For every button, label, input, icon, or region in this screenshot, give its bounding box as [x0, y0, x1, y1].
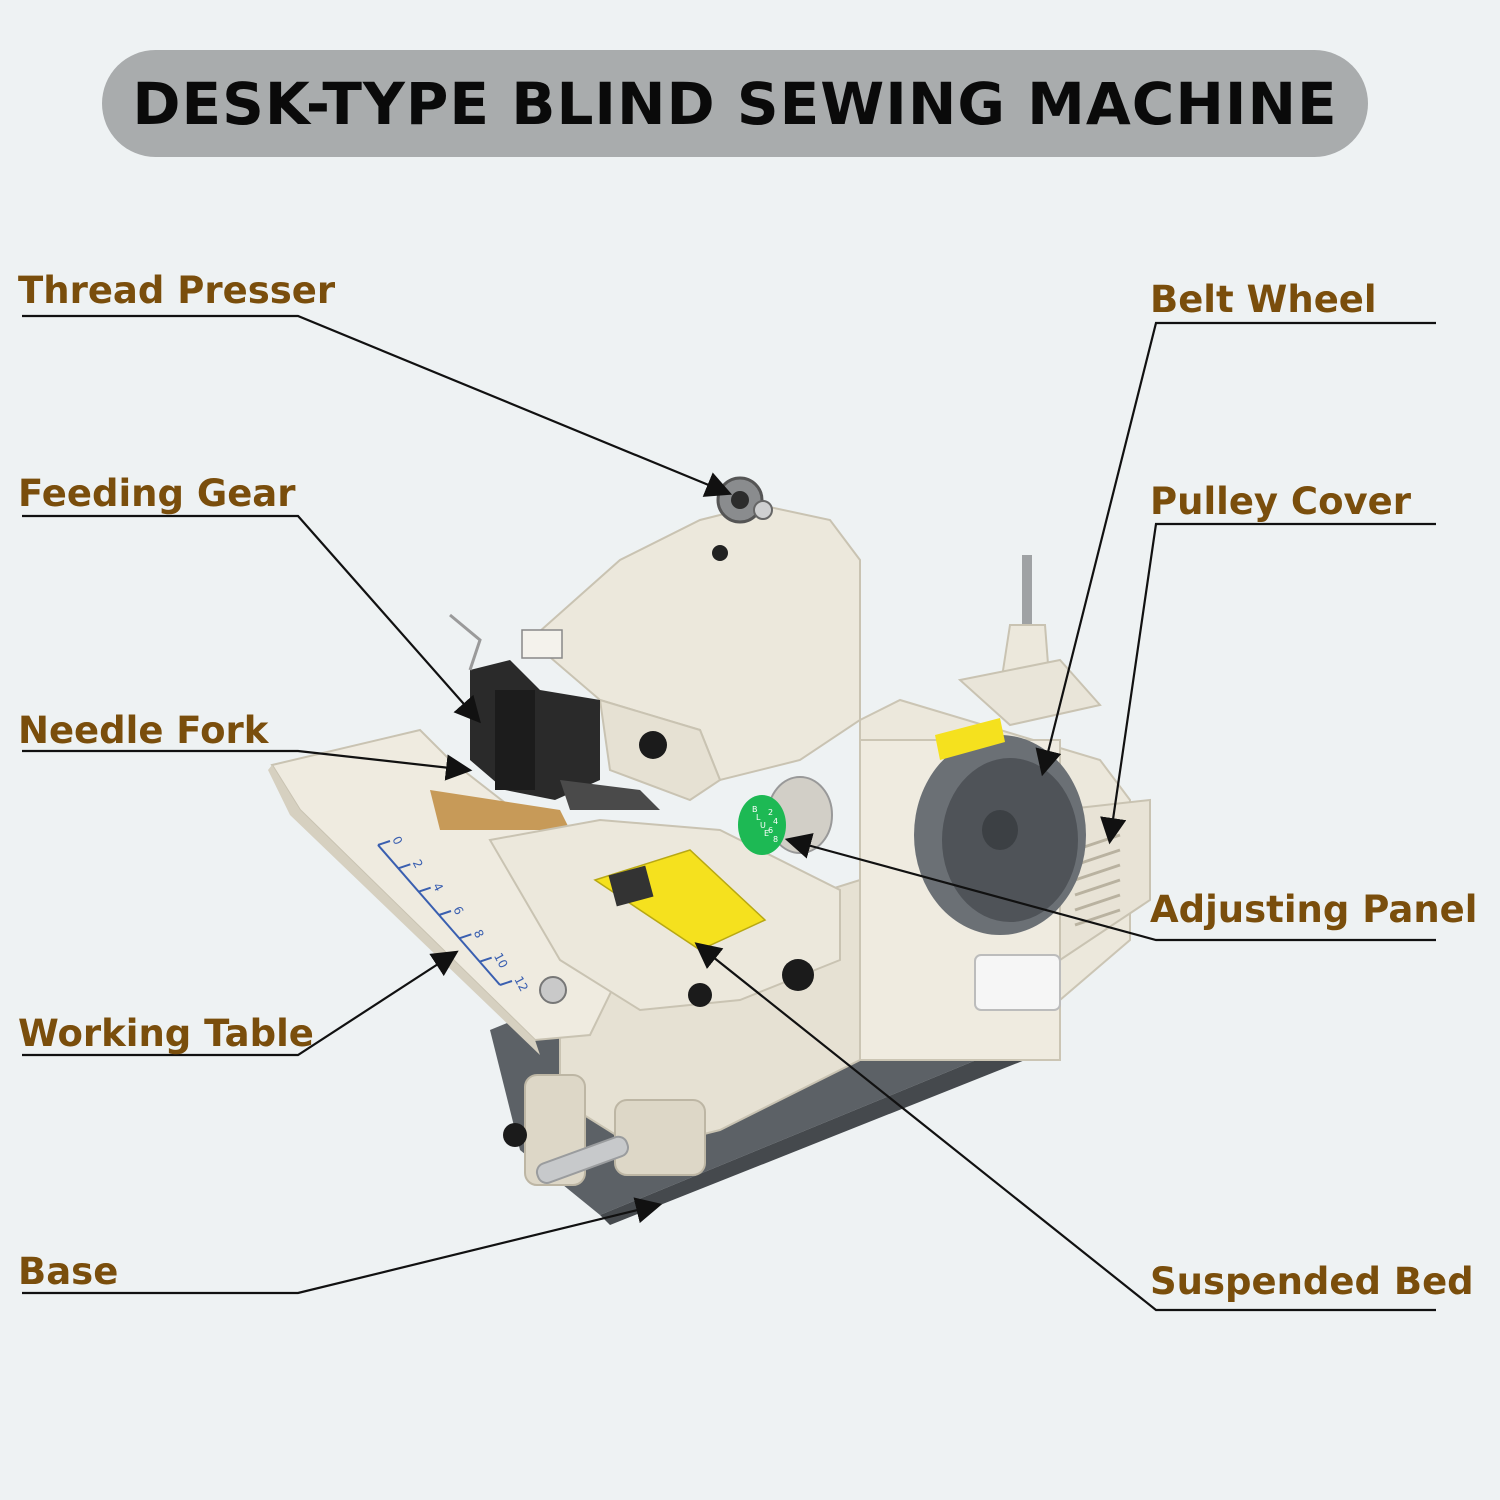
scale-tick: [499, 980, 513, 986]
label-needle-fork: Needle Fork: [18, 709, 269, 752]
screw-knob: [503, 1123, 527, 1147]
side-knob: [639, 731, 667, 759]
dial-letter: U: [760, 821, 766, 830]
leader-pulley-cover: [1100, 522, 1436, 845]
leader-suspended-bed: [694, 942, 1436, 1312]
bed-knob: [782, 959, 814, 991]
side-rod: [535, 1135, 629, 1184]
leader-feeding-gear: [22, 514, 481, 724]
label-working-table: Working Table: [18, 1012, 314, 1055]
title-banner: DESK-TYPE BLIND SEWING MACHINE: [102, 50, 1368, 157]
scale-tick: [459, 933, 472, 940]
label-base: Base: [18, 1250, 119, 1293]
scale-tick: [398, 863, 411, 870]
thread-spindle: [1022, 555, 1032, 630]
dial-number: 4: [773, 817, 778, 826]
fabric-strip: [430, 790, 570, 830]
leader-needle-fork: [22, 749, 473, 781]
belt-wheel-hub: [982, 810, 1018, 850]
connector-block: [974, 954, 1061, 1011]
label-thread-presser: Thread Presser: [18, 269, 336, 312]
leader-belt-wheel: [1035, 321, 1436, 777]
dial-number: 8: [773, 835, 778, 844]
dial-number: 2: [768, 808, 773, 817]
needle-bar: [495, 690, 535, 790]
leader-adjusting-panel: [784, 833, 1436, 942]
arm-plate: [521, 629, 563, 659]
leader-base: [22, 1197, 663, 1295]
dial-letter: L: [756, 813, 761, 822]
leader-lines: [22, 314, 1436, 1312]
label-pulley-cover: Pulley Cover: [1150, 480, 1411, 523]
page-title: DESK-TYPE BLIND SEWING MACHINE: [132, 69, 1338, 138]
needle-guard-wire: [449, 613, 482, 671]
dial-number: 6: [768, 826, 773, 835]
scale-tick: [438, 910, 452, 916]
arm-hole: [712, 545, 728, 561]
scale-tick: [479, 956, 492, 963]
table-screw: [539, 976, 567, 1004]
dial-letter: E: [764, 829, 769, 838]
thread-presser-nut: [753, 500, 773, 520]
label-belt-wheel: Belt Wheel: [1150, 278, 1377, 321]
dial-letter: B: [752, 805, 758, 814]
thread-presser-core: [731, 491, 749, 509]
label-suspended-bed: Suspended Bed: [1150, 1260, 1474, 1303]
leader-working-table: [22, 950, 459, 1057]
bed-knob: [688, 983, 712, 1007]
adjusting-dial: [738, 795, 786, 855]
scale-number: 12: [511, 974, 531, 994]
label-adjusting-panel: Adjusting Panel: [1150, 888, 1478, 931]
stand-plate: [957, 658, 1102, 727]
scale-tick: [377, 840, 391, 846]
base-plate-edge: [600, 1040, 1025, 1225]
leader-thread-presser: [22, 314, 733, 497]
presser-foot: [560, 780, 660, 810]
support-leg: [614, 1099, 706, 1176]
scale-number: 10: [491, 951, 511, 971]
arrow-sticker: [935, 718, 1005, 760]
scale-tick: [418, 886, 431, 893]
working-table-edge: [268, 765, 540, 1055]
label-feeding-gear: Feeding Gear: [18, 472, 296, 515]
qr-code: [608, 865, 654, 907]
